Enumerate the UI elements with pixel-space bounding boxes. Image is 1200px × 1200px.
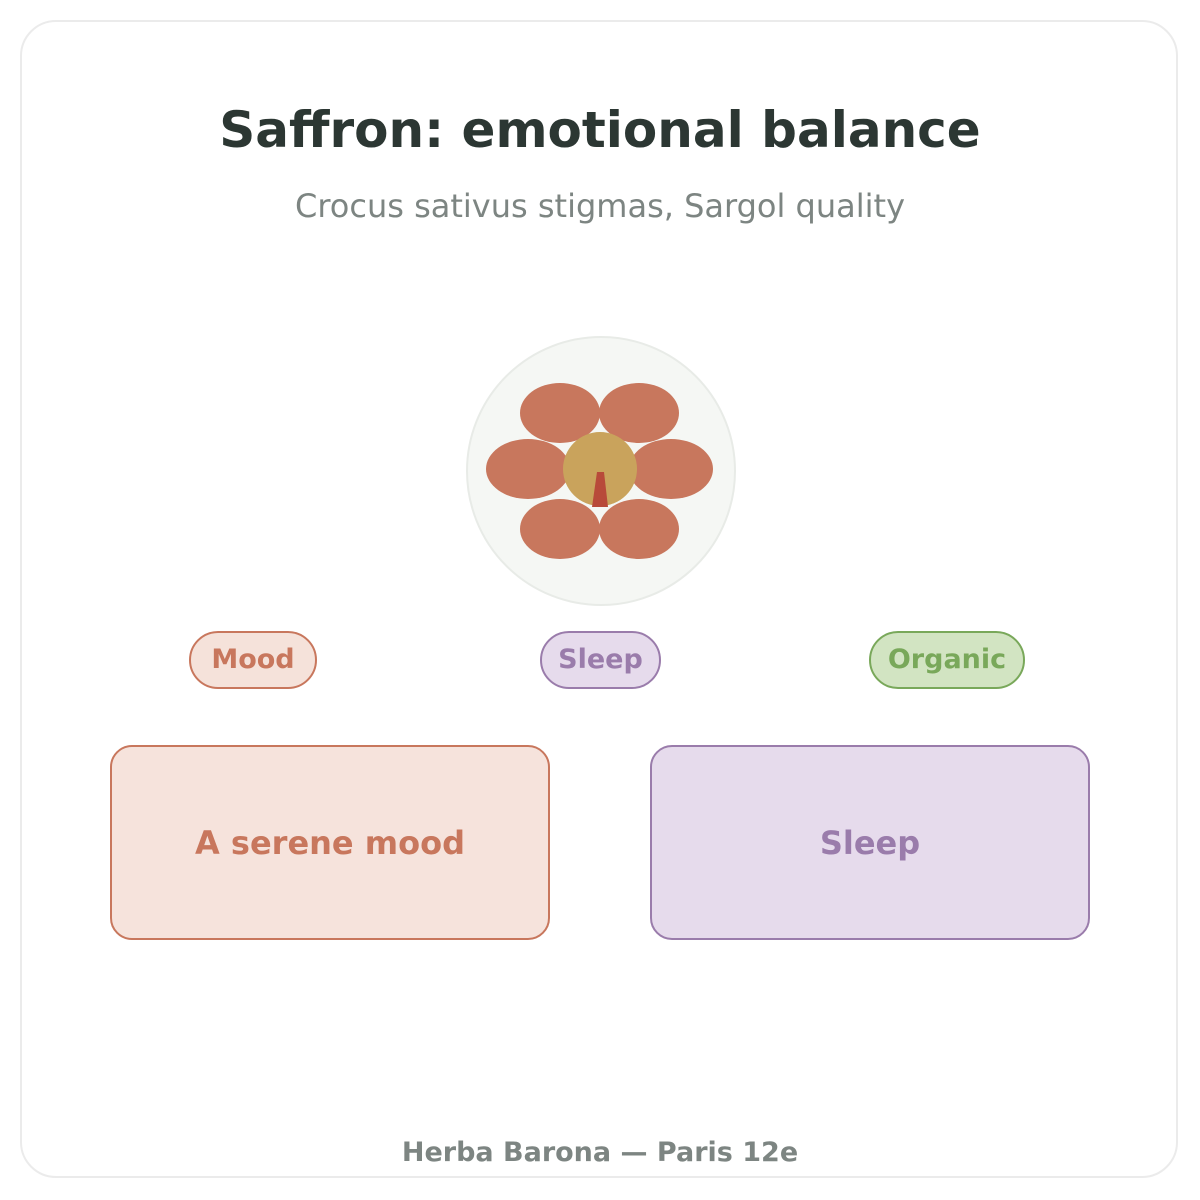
tag-organic: Organic	[869, 631, 1025, 689]
page-title: Saffron: emotional balance	[219, 101, 981, 159]
flower-stigma	[592, 472, 608, 507]
benefit-label: Sleep	[819, 823, 921, 862]
flower-petal	[520, 383, 600, 443]
flower-petal	[599, 383, 679, 443]
footer-brand: Herba Barona — Paris 12e	[401, 1137, 799, 1168]
flower-petal	[629, 439, 713, 499]
benefit-label: A serene mood	[195, 823, 465, 862]
benefit-card-sleep: Sleep	[650, 745, 1090, 940]
benefit-card-mood: A serene mood	[110, 745, 550, 940]
crocus-flower-icon	[466, 336, 736, 606]
tag-sleep: Sleep	[540, 631, 661, 689]
flower-petal	[486, 439, 570, 499]
flower-illustration	[465, 335, 737, 607]
flower-petal	[599, 499, 679, 559]
tag-mood: Mood	[189, 631, 317, 689]
page-subtitle: Crocus sativus stigmas, Sargol quality	[294, 187, 906, 225]
flower-center	[563, 432, 637, 506]
flower-petal	[520, 499, 600, 559]
